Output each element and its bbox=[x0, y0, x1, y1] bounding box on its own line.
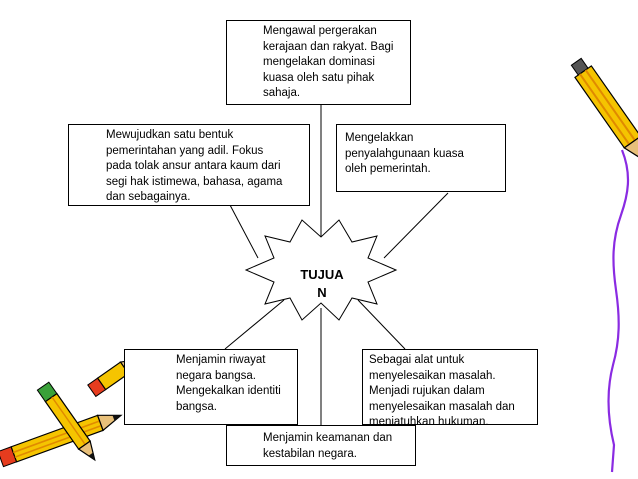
box-bottom-right-line: menyelesaikan masalah. bbox=[369, 369, 496, 382]
box-top-line: Mengawal pergerakan bbox=[263, 25, 377, 37]
box-top-left-line: pada tolak ansur antara kaum dari bbox=[106, 160, 281, 172]
ribbon-line bbox=[607, 149, 630, 473]
box-bottom-line: kestabilan negara. bbox=[263, 447, 357, 460]
box-top-left: Mewujudkan satu bentuk pemerintahan yang… bbox=[68, 124, 310, 206]
box-bottom: Menjamin keamanan dan kestabilan negara. bbox=[226, 425, 416, 466]
connector-top-left bbox=[229, 204, 259, 259]
center-star bbox=[244, 219, 398, 321]
box-top-right: Mengelakkan penyalahgunaan kuasa oleh pe… bbox=[336, 124, 506, 192]
center-title-line1: TUJUA bbox=[300, 267, 344, 282]
box-top-line: kuasa oleh satu pihak bbox=[263, 71, 375, 84]
box-top-line: sahaja. bbox=[263, 87, 301, 99]
box-bottom-left-line: Menjamin riwayat bbox=[176, 354, 266, 366]
box-bottom-right-line: Menjadi rujukan dalam bbox=[369, 385, 485, 397]
pencils-icon bbox=[0, 358, 138, 468]
box-bottom-right: Sebagai alat untuk menyelesaikan masalah… bbox=[362, 349, 538, 425]
box-bottom-line: Menjamin keamanan dan bbox=[263, 432, 393, 444]
connector-top-right bbox=[383, 192, 449, 259]
box-top-line: kerajaan dan rakyat. Bagi bbox=[263, 40, 394, 53]
box-bottom-left-line: Mengekalkan identiti bbox=[176, 385, 281, 397]
box-top-left-line: Mewujudkan satu bentuk bbox=[106, 129, 234, 141]
pencil-icon bbox=[570, 57, 638, 164]
box-bottom-right-line: menjatuhkan hukuman. bbox=[369, 416, 489, 425]
box-bottom-right-line: menyelesaikan masalah dan bbox=[369, 400, 515, 413]
box-top-line: mengelakan dominasi bbox=[263, 56, 375, 68]
connector-bottom-right bbox=[357, 299, 406, 350]
box-bottom-left: Menjamin riwayat negara bangsa. Mengekal… bbox=[124, 349, 298, 425]
box-top-left-line: segi hak istimewa, bahasa, agama bbox=[106, 175, 283, 188]
box-top-right-line: Mengelakkan bbox=[345, 132, 414, 144]
box-bottom-left-line: bangsa. bbox=[176, 400, 217, 413]
box-top-right-line: penyalahgunaan kuasa bbox=[345, 147, 464, 160]
box-top-right-line: oleh pemerintah. bbox=[345, 163, 431, 175]
box-top-left-line: pemerintahan yang adil. Fokus bbox=[106, 144, 264, 157]
center-title: TUJUA N bbox=[290, 266, 354, 302]
box-bottom-right-line: Sebagai alat untuk bbox=[369, 354, 465, 366]
connector-bottom-left bbox=[224, 299, 285, 350]
box-bottom-left-line: negara bangsa. bbox=[176, 369, 256, 382]
box-top: Mengawal pergerakan kerajaan dan rakyat.… bbox=[226, 20, 411, 105]
box-top-left-line: dan sebagainya. bbox=[106, 191, 191, 203]
center-title-line2: N bbox=[317, 285, 327, 300]
